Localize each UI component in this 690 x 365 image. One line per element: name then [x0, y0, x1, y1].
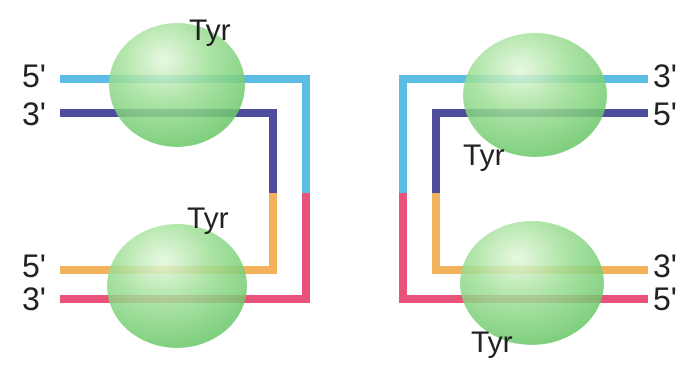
- right-protein-bottom: [460, 221, 604, 345]
- right-end-3-bottom: 3': [653, 248, 677, 284]
- right-tyr-top: Tyr: [463, 139, 505, 172]
- left-end-3-top: 3': [22, 96, 46, 132]
- left-tyr-top: Tyr: [189, 14, 231, 47]
- left-complex: 5' 3' 5' 3' Tyr Tyr: [22, 14, 310, 348]
- right-end-5-top: 5': [653, 96, 677, 132]
- right-tyr-bottom: Tyr: [471, 326, 513, 359]
- left-end-5-top: 5': [22, 58, 46, 94]
- left-end-3-bottom: 3': [22, 281, 46, 317]
- left-tyr-bottom: Tyr: [187, 202, 229, 235]
- left-protein-bottom: [107, 224, 247, 348]
- right-end-3-top: 3': [653, 58, 677, 94]
- right-end-5-bottom: 5': [653, 281, 677, 317]
- right-complex: 3' 5' 3' 5' Tyr Tyr: [399, 33, 677, 359]
- right-protein-top: [463, 33, 607, 157]
- left-protein-top: [109, 23, 245, 147]
- left-end-5-bottom: 5': [22, 248, 46, 284]
